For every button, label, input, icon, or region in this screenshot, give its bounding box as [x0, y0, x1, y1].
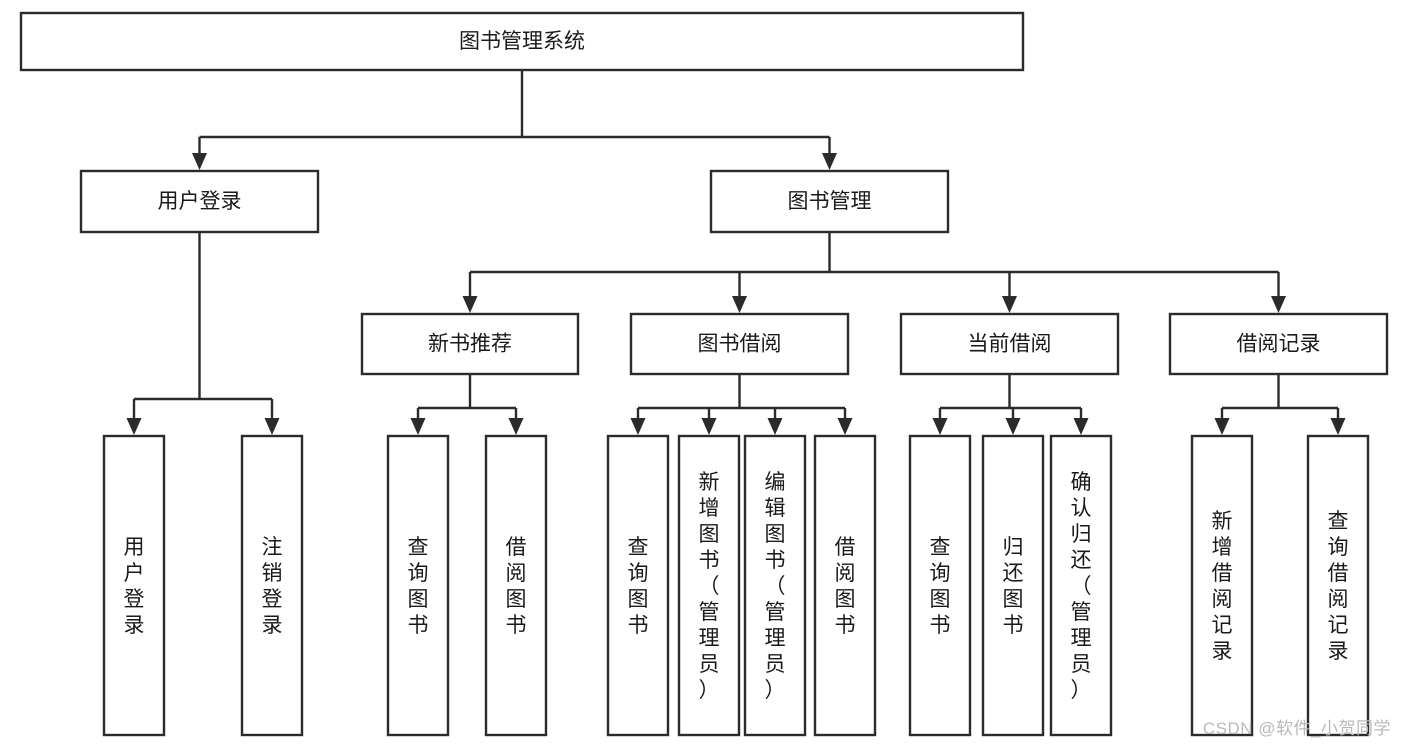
- arrow-head-icon: [701, 418, 717, 435]
- node-box-book-borrow: [629, 312, 850, 376]
- node-box-leaf-logout: [240, 434, 304, 737]
- node-box-new-book-recommend: [360, 312, 580, 376]
- node-label-leaf-query-books-current: 查询图书: [930, 536, 951, 637]
- arrow-head-icon: [462, 296, 478, 313]
- node-label-user-login: 用户登录: [158, 190, 242, 213]
- node-leaf-add-borrow-record[interactable]: 新增借阅记录: [1190, 434, 1254, 737]
- node-leaf-edit-book-admin[interactable]: 编辑图书（管理员）: [743, 434, 807, 737]
- node-box-current-borrow: [899, 312, 1120, 376]
- arrow-head-icon: [508, 418, 524, 435]
- node-box-leaf-confirm-return-admin: [1049, 434, 1113, 737]
- node-box-leaf-query-books-current: [908, 434, 972, 737]
- node-leaf-logout[interactable]: 注销登录: [240, 434, 304, 737]
- arrow-head-icon: [1214, 418, 1230, 435]
- node-user-login[interactable]: 用户登录: [79, 169, 320, 234]
- connector-root-to-level2: [192, 70, 837, 170]
- nodes-layer: 图书管理系统用户登录图书管理新书推荐图书借阅当前借阅借阅记录用户登录注销登录查询…: [19, 11, 1389, 737]
- node-label-leaf-logout: 注销登录: [262, 536, 283, 637]
- arrow-head-icon: [1005, 418, 1021, 435]
- arrow-head-icon: [126, 418, 142, 435]
- node-box-leaf-borrow-books-recommend: [484, 434, 548, 737]
- arrow-head-icon: [932, 418, 948, 435]
- arrow-head-icon: [192, 153, 207, 170]
- arrow-head-icon: [1073, 418, 1089, 435]
- arrow-head-icon: [1271, 296, 1286, 313]
- node-current-borrow[interactable]: 当前借阅: [899, 312, 1120, 376]
- connector-bookmgmt-to-level3: [462, 232, 1286, 313]
- arrow-head-icon: [1330, 418, 1346, 435]
- node-leaf-borrow-books-recommend[interactable]: 借阅图书: [484, 434, 548, 737]
- node-leaf-borrow-books[interactable]: 借阅图书: [813, 434, 877, 737]
- arrow-head-icon: [837, 418, 853, 435]
- node-label-root: 图书管理系统: [459, 30, 585, 53]
- arrow-head-icon: [630, 418, 646, 435]
- node-leaf-query-borrow-record[interactable]: 查询借阅记录: [1306, 434, 1370, 737]
- node-label-leaf-query-borrow-record: 查询借阅记录: [1328, 510, 1349, 663]
- connectors-layer: [126, 70, 1346, 435]
- node-label-leaf-borrow-books-recommend: 借阅图书: [506, 536, 527, 637]
- connector-current-to-leaves: [932, 374, 1089, 435]
- node-book-borrow[interactable]: 图书借阅: [629, 312, 850, 376]
- connector-records-to-leaves: [1214, 374, 1346, 435]
- node-leaf-user-login[interactable]: 用户登录: [102, 434, 166, 737]
- node-label-borrow-records: 借阅记录: [1237, 333, 1321, 356]
- node-label-leaf-edit-book-admin: 编辑图书（管理员）: [765, 471, 786, 702]
- arrow-head-icon: [732, 296, 747, 313]
- node-label-leaf-query-books-recommend: 查询图书: [408, 536, 429, 637]
- node-root[interactable]: 图书管理系统: [19, 11, 1025, 72]
- arrow-head-icon: [264, 418, 280, 435]
- node-label-current-borrow: 当前借阅: [968, 333, 1052, 356]
- connector-borrow-to-leaves: [630, 374, 853, 435]
- node-book-management[interactable]: 图书管理: [709, 169, 950, 234]
- arrow-head-icon: [767, 418, 783, 435]
- node-box-leaf-borrow-books: [813, 434, 877, 737]
- node-box-leaf-query-borrow-record: [1306, 434, 1370, 737]
- arrow-head-icon: [410, 418, 426, 435]
- node-leaf-add-book-admin[interactable]: 新增图书（管理员）: [677, 434, 741, 737]
- arrow-head-icon: [1002, 296, 1017, 313]
- node-label-leaf-user-login: 用户登录: [124, 536, 145, 637]
- node-leaf-return-books[interactable]: 归还图书: [981, 434, 1045, 737]
- node-box-leaf-user-login: [102, 434, 166, 737]
- node-box-root: [19, 11, 1025, 72]
- node-label-leaf-add-borrow-record: 新增借阅记录: [1212, 510, 1233, 663]
- node-leaf-query-books-current[interactable]: 查询图书: [908, 434, 972, 737]
- node-label-leaf-return-books: 归还图书: [1003, 536, 1024, 637]
- node-box-leaf-add-book-admin: [677, 434, 741, 737]
- node-label-leaf-add-book-admin: 新增图书（管理员）: [699, 471, 720, 702]
- node-label-leaf-confirm-return-admin: 确认归还（管理员）: [1071, 471, 1092, 702]
- node-label-leaf-query-books-borrow: 查询图书: [628, 536, 649, 637]
- node-leaf-query-books-borrow[interactable]: 查询图书: [606, 434, 670, 737]
- node-label-new-book-recommend: 新书推荐: [428, 333, 512, 356]
- node-label-book-borrow: 图书借阅: [698, 333, 782, 356]
- arrow-head-icon: [822, 153, 837, 170]
- node-new-book-recommend[interactable]: 新书推荐: [360, 312, 580, 376]
- node-leaf-query-books-recommend[interactable]: 查询图书: [386, 434, 450, 737]
- node-box-leaf-query-books-borrow: [606, 434, 670, 737]
- connector-userlogin-to-leaves: [126, 232, 280, 435]
- node-box-book-management: [709, 169, 950, 234]
- node-box-leaf-return-books: [981, 434, 1045, 737]
- node-label-leaf-borrow-books: 借阅图书: [835, 536, 856, 637]
- node-label-book-management: 图书管理: [788, 190, 872, 213]
- node-box-borrow-records: [1168, 312, 1389, 376]
- node-borrow-records[interactable]: 借阅记录: [1168, 312, 1389, 376]
- node-leaf-confirm-return-admin[interactable]: 确认归还（管理员）: [1049, 434, 1113, 737]
- node-box-leaf-edit-book-admin: [743, 434, 807, 737]
- node-box-leaf-add-borrow-record: [1190, 434, 1254, 737]
- node-box-user-login: [79, 169, 320, 234]
- connector-recommend-to-leaves: [410, 374, 524, 435]
- node-box-leaf-query-books-recommend: [386, 434, 450, 737]
